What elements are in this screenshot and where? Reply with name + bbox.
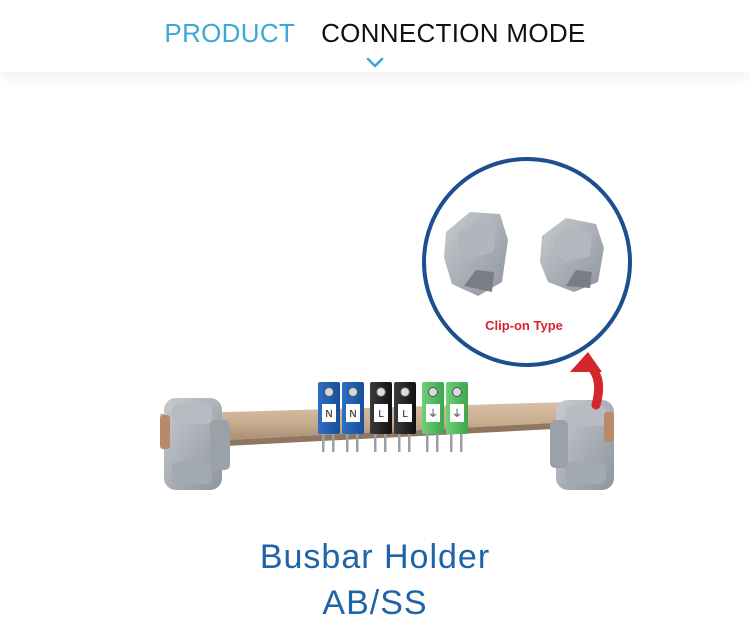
- terminal-block: L: [370, 382, 392, 452]
- left-busbar-holder: [160, 398, 230, 490]
- terminal-block: L: [394, 382, 416, 452]
- caption-model: AB/SS: [322, 584, 428, 622]
- callout-label: Clip-on Type: [485, 318, 563, 333]
- terminal-block: N: [318, 382, 340, 452]
- terminal-block: ⏚: [422, 382, 444, 452]
- terminal-block: ⏚: [446, 382, 468, 452]
- terminal-block: N: [342, 382, 364, 452]
- terminal-mark: N: [325, 409, 332, 420]
- right-busbar-holder: [550, 400, 614, 490]
- terminal-mark: ⏚: [452, 408, 462, 420]
- chevron-down-icon: [366, 57, 384, 68]
- tab-bar: PRODUCT CONNECTION MODE: [0, 18, 750, 49]
- clip-piece-back: [540, 218, 604, 292]
- terminal-blocks: N N L L ⏚ ⏚: [318, 382, 468, 452]
- terminal-mark: L: [378, 409, 384, 420]
- clip-piece-front: [444, 212, 508, 296]
- tab-product[interactable]: PRODUCT: [164, 18, 296, 48]
- terminal-mark: ⏚: [428, 408, 438, 420]
- terminal-mark: L: [402, 409, 408, 420]
- header-bar: PRODUCT CONNECTION MODE: [0, 0, 750, 72]
- caption-title: Busbar Holder: [259, 538, 491, 576]
- clip-on-callout: [422, 157, 632, 367]
- terminal-mark: N: [349, 409, 356, 420]
- arrow-up-icon: [570, 352, 604, 410]
- tab-connection-mode[interactable]: CONNECTION MODE: [321, 18, 586, 48]
